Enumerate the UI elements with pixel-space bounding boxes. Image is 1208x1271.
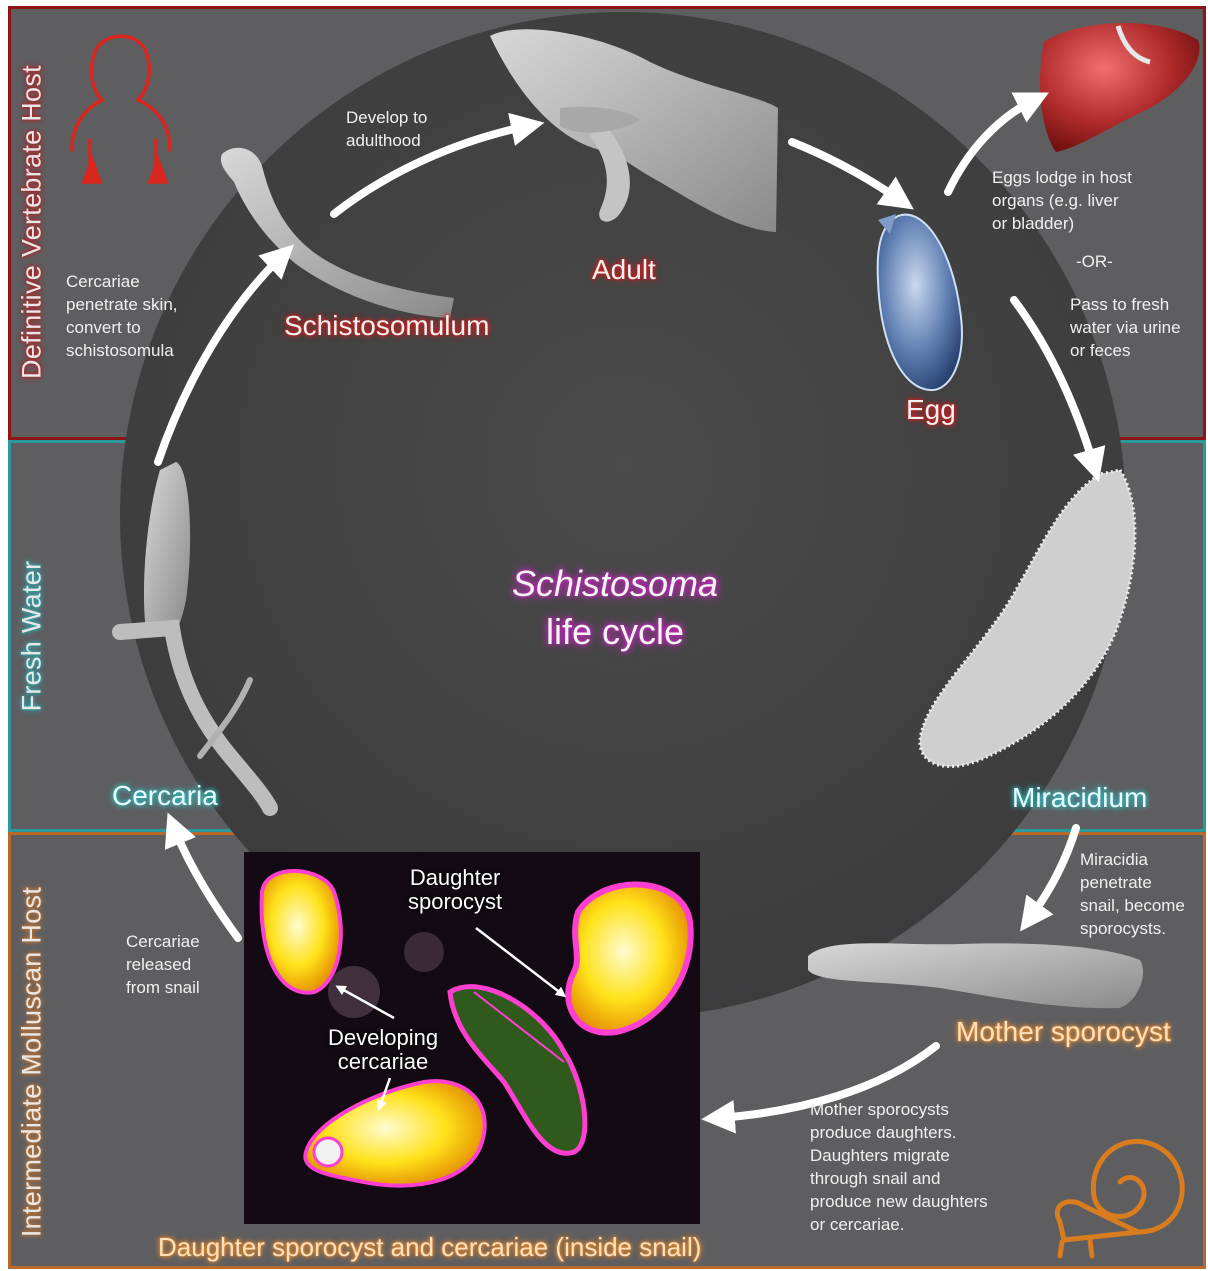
egg-image xyxy=(878,214,962,390)
desc-eggs-lodge: Eggs lodge in host organs (e.g. liver or… xyxy=(992,166,1132,235)
stage-label-egg: Egg xyxy=(906,394,956,426)
desc-mother: Mother sporocysts produce daughters. Dau… xyxy=(810,1098,988,1236)
stage-label-daughter-and-cercariae: Daughter sporocyst and cercariae (inside… xyxy=(158,1232,701,1263)
schistosomulum-image xyxy=(221,148,454,318)
stage-label-miracidium: Miracidium xyxy=(1012,782,1147,814)
stage-label-schistosomulum: Schistosomulum xyxy=(284,310,489,342)
desc-pass: Pass to fresh water via urine or feces xyxy=(1070,293,1181,362)
micrograph-panel: Daughter sporocyst Developing cercariae xyxy=(244,852,700,1224)
miracidium-image xyxy=(920,470,1135,767)
snail-icon xyxy=(1057,1141,1182,1256)
micro-pointer-arrows xyxy=(244,852,700,1224)
diagram-title: Schistosoma life cycle xyxy=(470,560,760,656)
mother-sporocyst-image xyxy=(808,943,1143,1008)
desc-or: -OR- xyxy=(1076,250,1113,273)
desc-penetrate: Cercariae penetrate skin, convert to sch… xyxy=(66,270,178,362)
stage-label-adult: Adult xyxy=(592,254,656,286)
liver-icon xyxy=(1040,23,1199,152)
desc-released: Cercariae released from snail xyxy=(126,930,200,999)
cercaria-image xyxy=(120,462,270,808)
stage-label-cercaria: Cercaria xyxy=(112,780,218,812)
arrow-to-snail xyxy=(1030,828,1076,918)
human-host-icon xyxy=(72,36,170,182)
title-subtitle: life cycle xyxy=(470,608,760,656)
arrow-to-cercaria xyxy=(174,828,238,938)
stage-label-mother-sporocyst: Mother sporocyst xyxy=(956,1016,1171,1048)
adult-worm-image xyxy=(490,29,778,232)
arrow-adult-to-egg xyxy=(792,142,900,200)
desc-develop: Develop to adulthood xyxy=(346,106,427,152)
title-genus: Schistosoma xyxy=(470,560,760,608)
desc-miracidia: Miracidia penetrate snail, become sporoc… xyxy=(1080,848,1185,940)
